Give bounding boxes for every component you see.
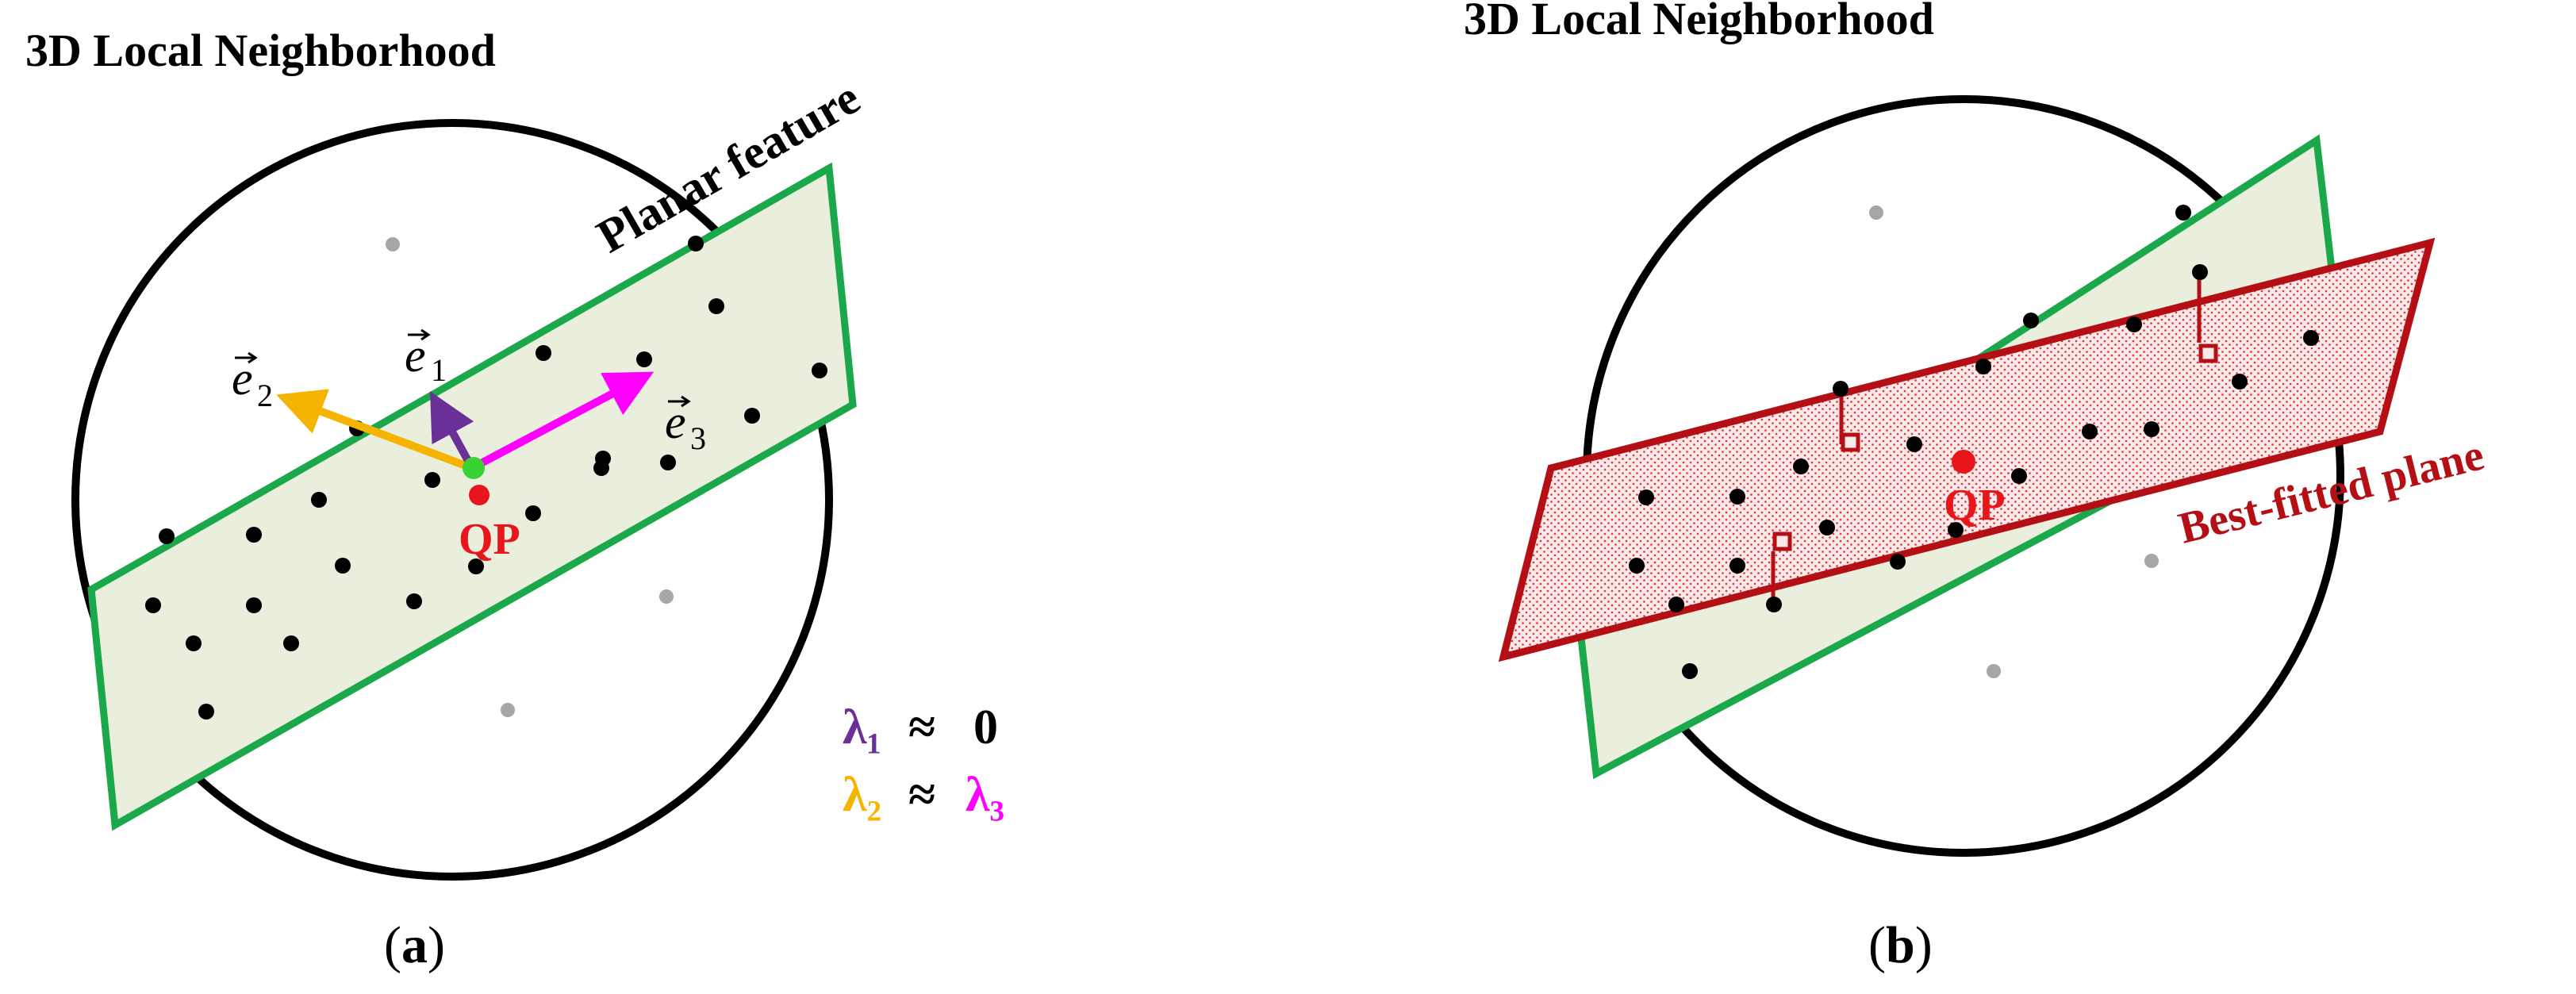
approx-sign-2: ≈ [908,768,935,822]
point [1793,459,1809,474]
point [812,363,827,378]
e3-vector-head [681,395,691,408]
lambda-2: λ₂ [843,768,881,822]
point [2303,330,2319,346]
panel-a-caption: (a) [384,916,445,974]
point [159,528,175,544]
caption-paren-close: ) [428,916,445,974]
point [246,597,262,613]
point [1906,436,1922,452]
panel-a-outlier-point [386,237,400,251]
point [1766,597,1782,612]
panel-b-caption: (b) [1868,916,1933,974]
right-angle-marker [1772,532,1792,551]
zero-value: 0 [973,700,998,754]
panel-a-centroid [463,457,485,479]
panel-b-outlier-point [2144,554,2159,568]
point [1729,489,1745,505]
point [406,593,422,609]
e2-vector-head [248,351,258,364]
point [311,492,327,508]
point [1819,520,1835,535]
right-angle-marker [1841,432,1860,452]
point [660,455,676,470]
panel-a-e1-label: e 1 [405,328,447,388]
panel-a-e3-arrow [470,371,655,472]
point [246,527,262,543]
point [283,635,299,651]
point [2082,424,2098,439]
e1-subscript: 1 [431,352,447,388]
panel-b-residuals [1771,272,2218,603]
e3-subscript: 3 [690,420,706,456]
panel-b: 3D Local Neighborhood Best-fitted plane [1464,0,2489,974]
panel-a-qp-label: QP [459,515,520,564]
point [1833,381,1849,397]
caption-letter: a [401,916,428,974]
caption-paren-open: ( [384,916,401,974]
point [424,472,440,488]
panel-a-points [145,236,827,720]
approx-sign-1: ≈ [908,700,935,754]
point [2126,317,2142,332]
point [186,635,202,651]
lambda-3: λ₃ [966,768,1004,822]
panel-b-points [1629,205,2319,679]
e1-vector-head [420,328,431,341]
point [2175,205,2191,221]
panel-b-title: 3D Local Neighborhood [1464,0,1934,44]
panel-b-best-fitted-plane [1498,237,2436,662]
panel-a-title: 3D Local Neighborhood [25,25,496,76]
right-angle-marker [2198,343,2218,363]
point [2011,468,2027,484]
point [1682,663,1698,679]
point [1668,597,1684,612]
panel-b-qp-label: QP [1944,481,2006,530]
point [1729,558,1745,574]
point [335,558,351,574]
panel-a-outlier-point [659,589,674,604]
caption-paren-close: ) [1915,916,1933,974]
panel-a-e2-arrow [276,389,474,472]
point [198,704,214,720]
panel-b-outlier-point [1987,664,2001,678]
lambda-1: λ₁ [843,700,881,754]
panel-b-qp-point [1952,450,1975,474]
e3-letter: e [665,396,686,448]
point [468,558,484,574]
point [2023,313,2039,328]
panel-b-outlier-point [1869,205,1883,220]
caption-paren-open: ( [1868,916,1886,974]
point [536,345,551,361]
point [2232,374,2248,390]
e1-letter: e [405,329,426,382]
panel-a-outlier-point [501,703,515,717]
point [1629,558,1645,574]
caption-letter: b [1886,916,1915,974]
panel-a-e3-label: e 3 [665,395,706,456]
point [1975,359,1991,374]
panel-a-qp-point [469,485,489,505]
point [708,298,724,314]
point [1890,554,1906,570]
panel-a-neighborhood-sphere [71,119,833,881]
e2-subscript: 2 [257,378,273,413]
point [636,351,652,367]
point [2144,421,2159,437]
e2-letter: e [232,352,253,405]
point [688,236,704,251]
panel-a: 3D Local Neighborhood Planar feature [25,25,1004,974]
point [744,408,760,424]
panel-a-eigen-relations: λ₁ ≈ 0 λ₂ ≈ λ₃ [843,700,1004,822]
point [1638,489,1654,505]
panel-a-e2-label: e 2 [232,351,273,413]
point [593,460,609,476]
point [145,597,161,613]
point [2192,264,2208,280]
point [1948,522,1964,538]
point [525,505,541,521]
